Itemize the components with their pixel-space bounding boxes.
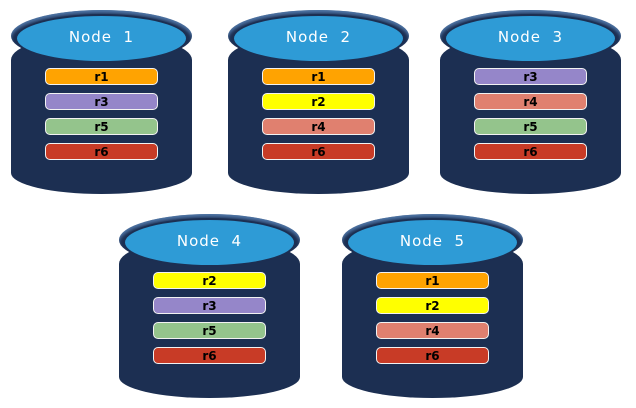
- replica-bar: r4: [474, 93, 587, 110]
- replica-bar: r4: [262, 118, 375, 135]
- replica-bar: r1: [45, 68, 158, 85]
- replica-bar: r6: [45, 143, 158, 160]
- replica-bar: r5: [153, 322, 266, 339]
- replica-bar: r6: [262, 143, 375, 160]
- node-1-cylinder: Node 1 r1 r3 r5 r6: [11, 10, 192, 194]
- replica-list: r1 r2 r4 r6: [228, 68, 409, 160]
- replica-bar: r2: [376, 297, 489, 314]
- node-4-cylinder: Node 4 r2 r3 r5 r6: [119, 214, 300, 398]
- cylinder-top: Node 5: [346, 218, 519, 267]
- replica-bar: r5: [45, 118, 158, 135]
- node-2-cylinder: Node 2 r1 r2 r4 r6: [228, 10, 409, 194]
- cylinder-top: Node 4: [123, 218, 296, 267]
- node-5-cylinder: Node 5 r1 r2 r4 r6: [342, 214, 523, 398]
- replica-bar: r2: [262, 93, 375, 110]
- replica-bar: r6: [376, 347, 489, 364]
- cylinder-top: Node 1: [15, 14, 188, 63]
- node-title: Node 3: [497, 28, 564, 46]
- replica-list: r2 r3 r5 r6: [119, 272, 300, 364]
- replica-bar: r3: [153, 297, 266, 314]
- cylinder-top: Node 3: [444, 14, 617, 63]
- replica-bar: r1: [376, 272, 489, 289]
- replica-bar: r5: [474, 118, 587, 135]
- node-title: Node 2: [285, 28, 352, 46]
- node-title: Node 1: [68, 28, 135, 46]
- cylinder-top: Node 2: [232, 14, 405, 63]
- replica-bar: r3: [45, 93, 158, 110]
- node-title: Node 5: [399, 232, 466, 250]
- node-title: Node 4: [176, 232, 243, 250]
- replica-bar: r3: [474, 68, 587, 85]
- replica-bar: r6: [474, 143, 587, 160]
- replica-bar: r2: [153, 272, 266, 289]
- replica-bar: r6: [153, 347, 266, 364]
- replica-bar: r1: [262, 68, 375, 85]
- replica-list: r1 r3 r5 r6: [11, 68, 192, 160]
- node-3-cylinder: Node 3 r3 r4 r5 r6: [440, 10, 621, 194]
- replica-list: r1 r2 r4 r6: [342, 272, 523, 364]
- replica-bar: r4: [376, 322, 489, 339]
- replica-list: r3 r4 r5 r6: [440, 68, 621, 160]
